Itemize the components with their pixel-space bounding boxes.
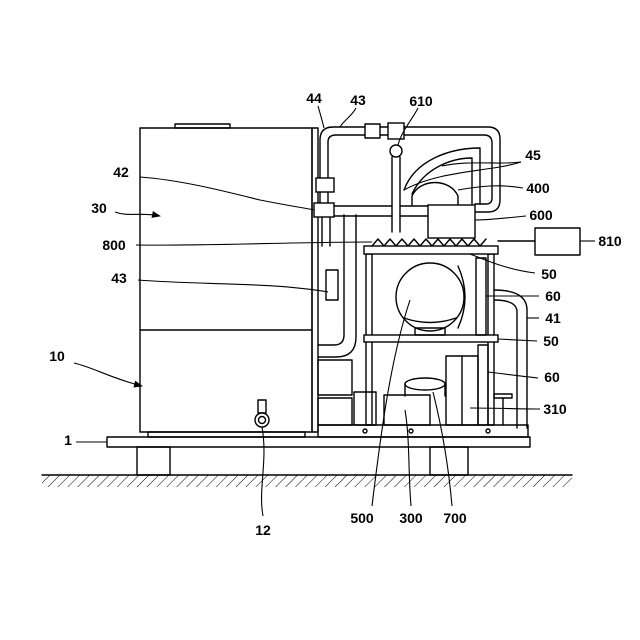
leader-44: [318, 106, 324, 128]
ground-hatching: [42, 475, 572, 487]
right-foot: [430, 447, 468, 475]
heater-800-coil: [372, 239, 486, 246]
ref-numeral-800: 800: [102, 237, 126, 253]
ref-numeral-50-middle: 50: [543, 333, 559, 349]
pipe-41-outer: [494, 290, 527, 428]
pipe-43-lower-stub: [326, 270, 338, 300]
ref-numeral-41: 41: [545, 310, 561, 326]
valve-610-handle: [390, 145, 402, 157]
ref-numeral-60-lower: 60: [544, 369, 560, 385]
component-300: [384, 395, 430, 425]
ref-numeral-400: 400: [526, 180, 550, 196]
component-810: [535, 228, 580, 255]
component-700-top: [405, 378, 445, 390]
pipe-42-to-600: [334, 206, 428, 216]
leader-400: [458, 186, 523, 190]
pipe-44-inner: [328, 135, 365, 178]
ref-numeral-12: 12: [255, 522, 271, 538]
cabinet-side-strip: [312, 128, 318, 432]
fitting-42-upper: [316, 178, 334, 192]
pipe-44-link: [320, 192, 328, 203]
pipe-43-lower-outer: [318, 215, 356, 357]
side-compartment-lower: [318, 398, 352, 425]
leader-600: [475, 216, 526, 220]
pipe-45-inner: [412, 158, 472, 204]
leader-60-lower: [488, 372, 538, 378]
pipe-60-lower: [478, 345, 488, 425]
cabinet-top-cap: [175, 124, 230, 128]
side-compartment-upper: [318, 360, 352, 395]
ref-numeral-300: 300: [399, 510, 423, 526]
top-shelf-plate: [364, 246, 498, 254]
component-600: [428, 205, 475, 238]
leader-43-lower: [138, 280, 328, 292]
middle-shelf-plate: [364, 335, 498, 342]
leader-30: [115, 212, 160, 216]
ref-numeral-10: 10: [49, 348, 65, 364]
pipe-43-short: [380, 127, 388, 135]
base-plate: [107, 437, 530, 447]
ref-numeral-50-top: 50: [541, 266, 557, 282]
ref-numeral-700: 700: [443, 510, 467, 526]
pipe-42-down: [322, 217, 330, 246]
left-foot: [137, 447, 170, 475]
ref-numeral-600: 600: [529, 207, 553, 223]
ref-numeral-30: 30: [91, 200, 107, 216]
ref-numeral-42: 42: [113, 164, 129, 180]
plate-bolt-3: [486, 429, 490, 433]
leader-12: [262, 427, 264, 516]
plate-bolt-1: [363, 429, 367, 433]
cabinet-body: [140, 128, 312, 432]
ref-numeral-610: 610: [409, 93, 433, 109]
valve-610-riser: [392, 157, 400, 232]
leader-700: [433, 392, 452, 506]
fitting-42-lower: [314, 203, 334, 217]
ref-numeral-45: 45: [525, 147, 541, 163]
leader-800: [136, 242, 372, 245]
ref-numeral-500: 500: [350, 510, 374, 526]
ref-numeral-43-lower: 43: [111, 270, 127, 286]
sphere-tank: [396, 263, 464, 331]
frame-side-box: [354, 392, 376, 425]
leader-50-top: [470, 254, 535, 273]
ref-numeral-43-top: 43: [350, 92, 366, 108]
leader-10: [74, 363, 142, 386]
leader-42: [140, 177, 314, 210]
pipe-60-upper: [476, 258, 486, 335]
leader-310: [470, 408, 540, 409]
sphere-band: [404, 318, 456, 323]
pipe-43-hex-nut: [365, 124, 380, 138]
ref-numeral-310: 310: [543, 401, 567, 417]
plate-bolt-2: [409, 429, 413, 433]
ref-numeral-60-upper: 60: [545, 288, 561, 304]
ref-numeral-44: 44: [306, 90, 322, 106]
leader-43-top: [340, 108, 356, 127]
ref-numeral-810: 810: [598, 233, 622, 249]
cabinet-bottom-band: [148, 432, 305, 437]
machinery-plate: [318, 425, 528, 437]
ref-numeral-1: 1: [64, 432, 72, 448]
drain-fitting-stem: [258, 400, 266, 413]
component-400-dome: [412, 183, 458, 206]
drain-fitting-outer: [255, 413, 269, 427]
